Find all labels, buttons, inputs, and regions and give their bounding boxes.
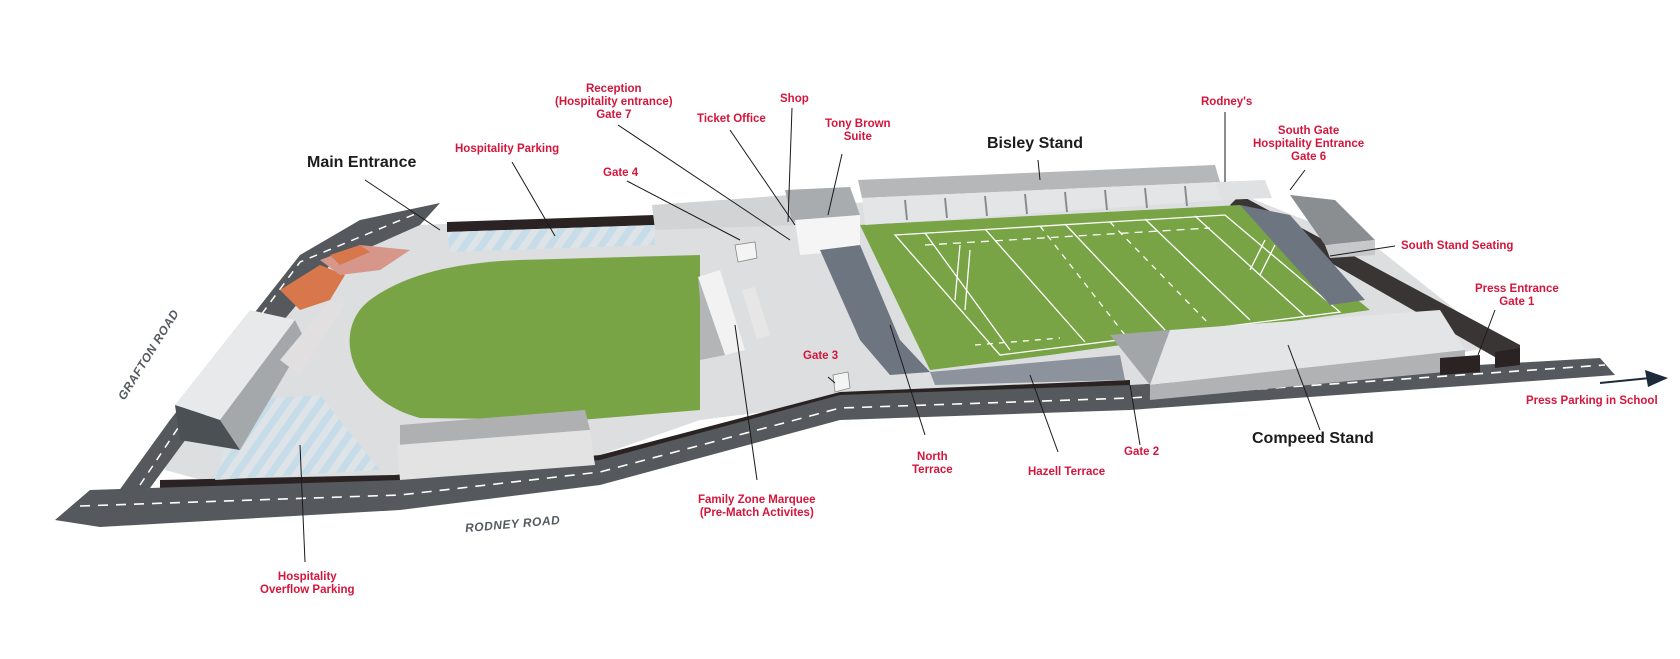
gate-3-booth — [832, 371, 851, 393]
compeed-stand-top — [1150, 310, 1465, 385]
north-terrace-line-1: North — [917, 451, 948, 463]
gate-3-label[interactable]: Gate 3 — [803, 350, 839, 362]
training-pitch — [349, 255, 700, 420]
reception-line-3: Gate 7 — [596, 109, 632, 121]
hazell-terrace-label[interactable]: Hazell Terrace — [1028, 466, 1106, 478]
rodney-road — [55, 358, 1615, 527]
hospitality-parking-label[interactable]: Hospitality Parking — [455, 143, 560, 155]
compeed-stand-front — [1150, 350, 1465, 400]
tony-brown-line-2: Suite — [843, 131, 872, 143]
press-entrance-blocks — [1440, 348, 1520, 375]
north-terrace-line-2: Terrace — [912, 464, 953, 476]
family-zone-marquee-label[interactable]: Family Zone Marquee (Pre-Match Activites… — [698, 494, 816, 520]
grafton-building-side — [220, 320, 305, 450]
shop-building — [785, 187, 860, 222]
south-stand-seating — [1240, 205, 1365, 305]
bisley-stand-roof — [858, 165, 1220, 198]
press-entrance-line-1: Press Entrance — [1475, 283, 1559, 295]
south-gate-label[interactable]: South Gate Hospitality Entrance Gate 6 — [1253, 125, 1364, 164]
gate-4-booth — [734, 241, 758, 263]
tony-brown-suite — [795, 215, 860, 255]
hospitality-parking-area — [447, 225, 655, 252]
overflow-line-2: Overflow Parking — [260, 584, 355, 596]
grafton-building-top — [175, 310, 295, 420]
bisley-stand-supports — [904, 185, 1188, 221]
gate-2-label[interactable]: Gate 2 — [1124, 446, 1160, 458]
main-pitch — [860, 205, 1370, 370]
clubhouse-top — [400, 410, 590, 445]
rodneys-label[interactable]: Rodney's — [1201, 96, 1253, 108]
houses-orange-2 — [330, 245, 370, 265]
north-terrace-label[interactable]: North Terrace — [912, 451, 953, 477]
family-zone-marquee-side — [698, 277, 725, 360]
grafton-building-2 — [280, 300, 345, 375]
bisley-stand-label: Bisley Stand — [987, 135, 1084, 152]
south-gate-line-2: Hospitality Entrance — [1253, 138, 1365, 150]
rodneys-building — [1215, 180, 1272, 200]
clubhouse-front — [397, 430, 595, 480]
family-zone-line-1: Family Zone Marquee — [698, 494, 816, 506]
family-zone-marquee — [698, 270, 745, 355]
pitch-markings — [893, 214, 1342, 356]
shop-label[interactable]: Shop — [780, 93, 809, 105]
hospitality-overflow-parking-label[interactable]: Hospitality Overflow Parking — [260, 571, 355, 597]
grafton-road-centreline — [139, 211, 421, 486]
south-stand-block-top — [1325, 240, 1375, 258]
tony-brown-line-1: Tony Brown — [825, 118, 891, 130]
family-zone-line-2: (Pre-Match Activites) — [699, 507, 814, 519]
press-entrance-line-2: Gate 1 — [1499, 296, 1535, 308]
compeed-stand-label: Compeed Stand — [1252, 430, 1374, 447]
overflow-line-1: Hospitality — [277, 571, 337, 583]
press-entrance-label[interactable]: Press Entrance Gate 1 — [1475, 283, 1559, 309]
reception-line-2: (Hospitality entrance) — [555, 96, 673, 108]
bisley-stand-front — [862, 182, 1225, 225]
north-terrace — [820, 245, 930, 375]
reception-line-1: Reception — [585, 83, 642, 95]
hospitality-wall — [447, 215, 655, 232]
leader-lines — [299, 107, 1496, 563]
south-gate-line-1: South Gate — [1277, 125, 1340, 137]
houses-orange — [280, 265, 345, 310]
hazell-terrace — [930, 355, 1125, 385]
hospitality-building — [652, 195, 800, 230]
main-entrance-label: Main Entrance — [307, 154, 417, 171]
press-parking-arrow-icon — [1599, 370, 1668, 387]
family-zone-tent-2 — [742, 287, 770, 340]
south-stand-seating-label[interactable]: South Stand Seating — [1401, 240, 1514, 252]
south-gate-line-3: Gate 6 — [1291, 151, 1327, 163]
tony-brown-suite-label[interactable]: Tony Brown Suite — [825, 118, 891, 144]
south-stand-block — [1290, 195, 1375, 245]
grafton-building-end — [175, 405, 240, 450]
ticket-office-label[interactable]: Ticket Office — [697, 113, 766, 125]
reception-label[interactable]: Reception (Hospitality entrance) Gate 7 — [555, 83, 673, 122]
gate-4-label[interactable]: Gate 4 — [603, 167, 639, 179]
press-parking-label[interactable]: Press Parking in School — [1526, 395, 1658, 407]
